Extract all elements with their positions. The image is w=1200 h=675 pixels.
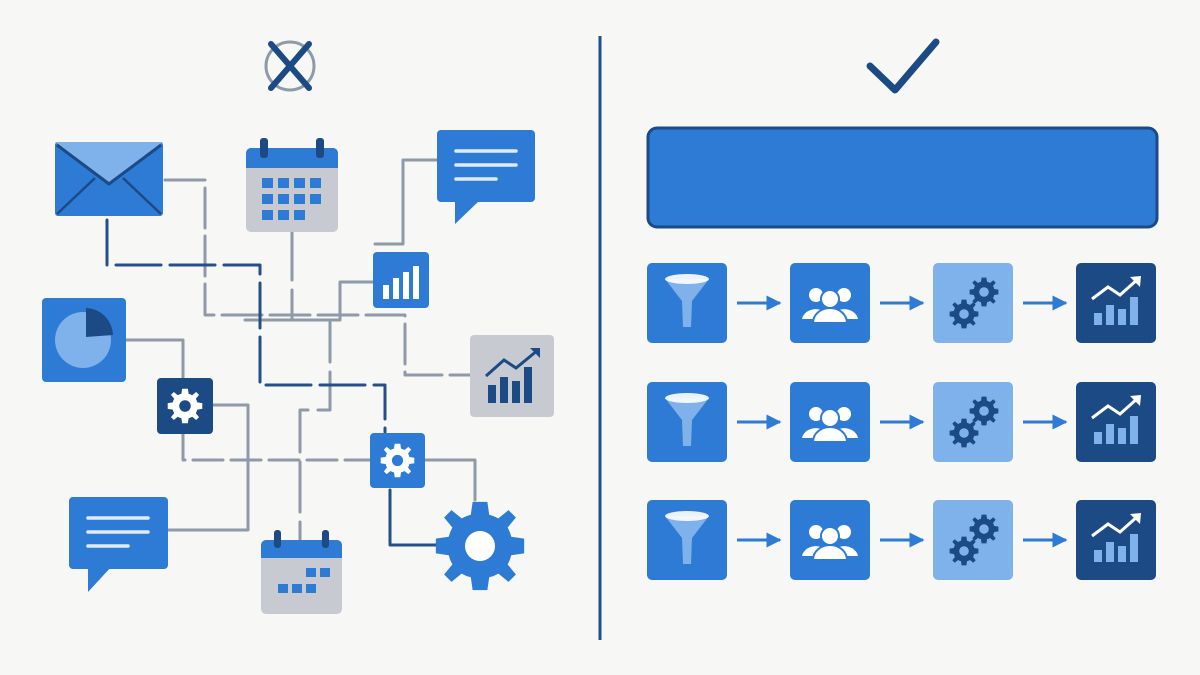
gear-icon xyxy=(370,433,425,488)
pipeline-row xyxy=(647,263,1156,343)
tangled-connectors xyxy=(105,158,477,547)
team-icon xyxy=(790,500,870,580)
pipeline-rows xyxy=(647,263,1156,580)
pie-chart-icon xyxy=(42,298,126,382)
checkmark-icon xyxy=(866,38,940,94)
chat-bubble-icon xyxy=(437,130,535,224)
envelope-icon xyxy=(55,142,163,216)
calendar-icon xyxy=(261,530,342,614)
growth-chart-icon xyxy=(1076,382,1156,462)
funnel-icon xyxy=(647,263,727,343)
gears-icon xyxy=(933,500,1013,580)
team-icon xyxy=(790,263,870,343)
funnel-icon xyxy=(647,382,727,462)
gears-icon xyxy=(933,382,1013,462)
trend-chart-icon xyxy=(470,335,554,417)
funnel-icon xyxy=(647,500,727,580)
chat-bubble-icon xyxy=(69,497,168,592)
bar-chart-icon xyxy=(373,252,429,308)
calendar-icon xyxy=(246,138,338,232)
gears-icon xyxy=(933,263,1013,343)
pipeline-row xyxy=(647,500,1156,580)
gear-icon xyxy=(157,378,213,434)
team-icon xyxy=(790,382,870,462)
x-mark-icon xyxy=(264,40,316,92)
banner xyxy=(646,126,1159,229)
large-gear-icon xyxy=(435,501,525,591)
pipeline-row xyxy=(647,382,1156,462)
growth-chart-icon xyxy=(1076,263,1156,343)
growth-chart-icon xyxy=(1076,500,1156,580)
